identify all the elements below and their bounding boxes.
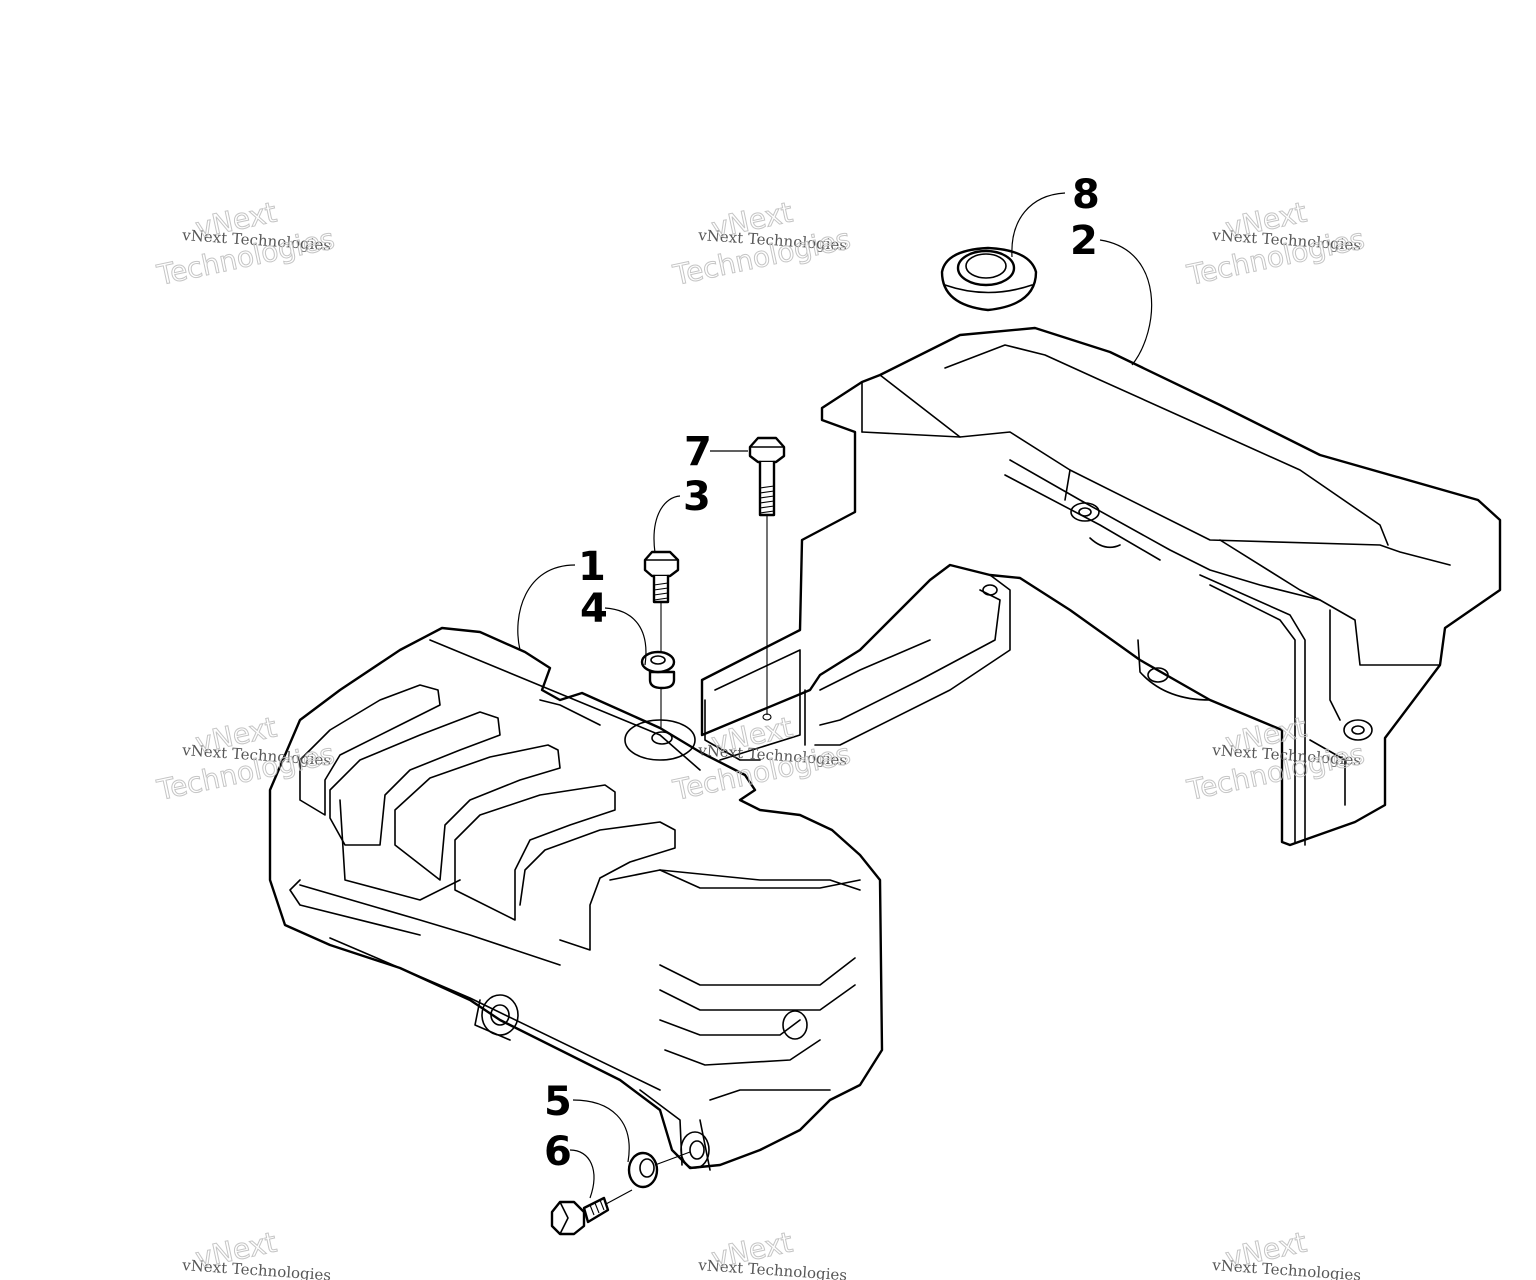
callout-labels: 1 2 3 4 5 6 7 8 [544, 172, 1100, 1175]
watermark-5: vNext Technologies vNext Technologies [669, 710, 854, 807]
callout-3: 3 [683, 474, 711, 520]
callout-5: 5 [544, 1079, 572, 1125]
part-1-front-heat-shield [268, 626, 884, 1171]
watermark-7: vNext Technologies vNext [181, 1225, 332, 1280]
watermark-2: vNext Technologies vNext Technologies [669, 195, 854, 292]
callout-7: 7 [684, 429, 712, 475]
watermark-8: vNext Technologies vNext [697, 1225, 848, 1280]
watermark-1: vNext Technologies vNext Technologies [153, 195, 338, 292]
callout-4: 4 [580, 586, 608, 632]
callout-8: 8 [1072, 172, 1100, 218]
callout-6: 6 [544, 1129, 572, 1175]
part-3-short-bolt [643, 550, 680, 652]
part-7-long-bolt [748, 436, 786, 721]
watermark-3: vNext Technologies vNext Technologies [1183, 195, 1368, 292]
callout-1: 1 [578, 544, 606, 590]
part-6-lower-bolt [550, 1189, 633, 1236]
part-8-grommet [940, 246, 1038, 312]
leader-lines [517, 192, 1153, 1199]
part-4-washer [640, 650, 676, 728]
watermark-9: vNext Technologies vNext [1211, 1225, 1362, 1280]
callout-2: 2 [1070, 218, 1098, 264]
part-2-rear-heat-shield [700, 326, 1502, 847]
part-5-washer [627, 1151, 691, 1189]
